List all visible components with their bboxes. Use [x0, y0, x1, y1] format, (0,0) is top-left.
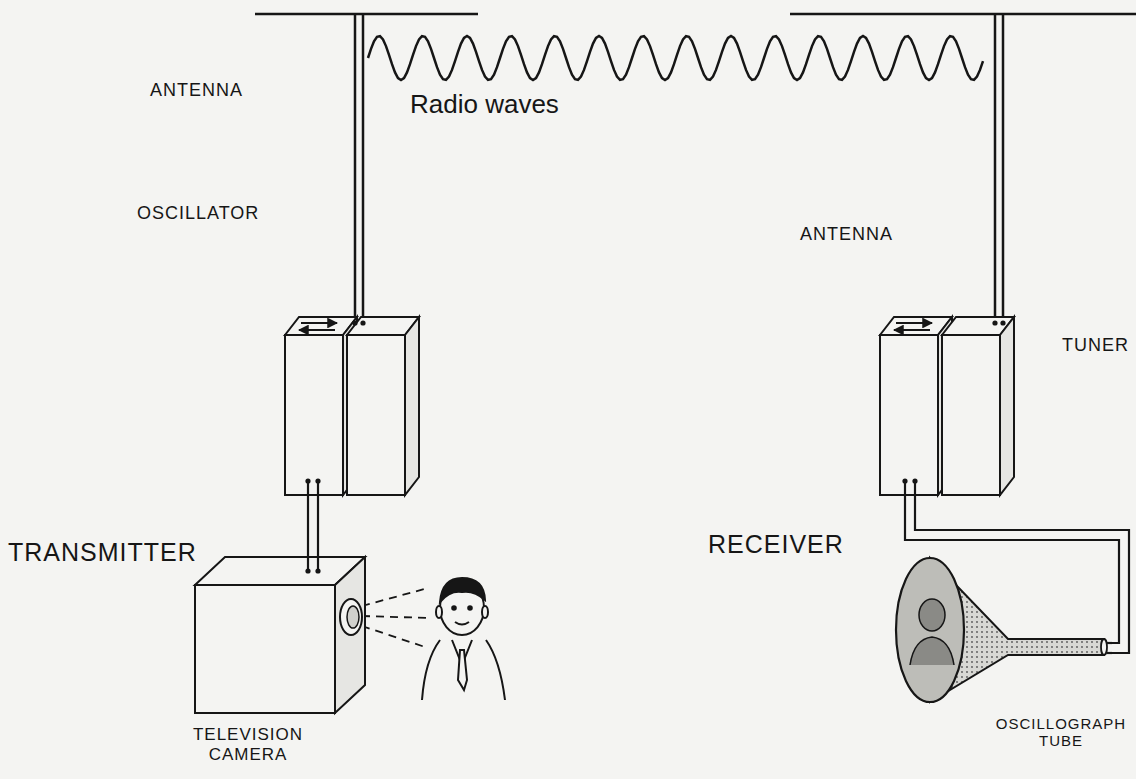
oscillator-unit: OSCILLATOR: [285, 295, 420, 505]
wire-pair: [308, 505, 318, 555]
antenna-label: ANTENNA: [800, 224, 893, 245]
tuner-unit-outline: [880, 295, 1015, 505]
radio-wave: [368, 36, 983, 80]
camera-label: TELEVISION CAMERA: [183, 725, 313, 764]
television-camera-outline: [195, 555, 370, 715]
oscillograph-tube: OSCILLOGRAPH TUBE: [890, 555, 1112, 705]
oscillograph-tube-outline: [890, 555, 1112, 705]
tuner-unit: TUNER: [880, 295, 1015, 505]
television-camera: TELEVISION CAMERA: [195, 555, 370, 715]
oscillator-unit-outline: [285, 295, 420, 505]
person-figure: [422, 578, 505, 700]
light-rays: [362, 588, 430, 648]
transmitter-label: TRANSMITTER: [8, 538, 197, 567]
antenna-label: ANTENNA: [150, 80, 243, 101]
receiver-label: RECEIVER: [708, 530, 844, 559]
left-antenna: [255, 14, 478, 323]
radio-waves-label: Radio waves: [410, 90, 559, 120]
oscillator-label: OSCILLATOR: [137, 203, 259, 224]
tube-label: OSCILLOGRAPH TUBE: [994, 715, 1128, 750]
tuner-label: TUNER: [1062, 335, 1129, 356]
wire: [307, 505, 309, 555]
wire: [317, 505, 319, 555]
